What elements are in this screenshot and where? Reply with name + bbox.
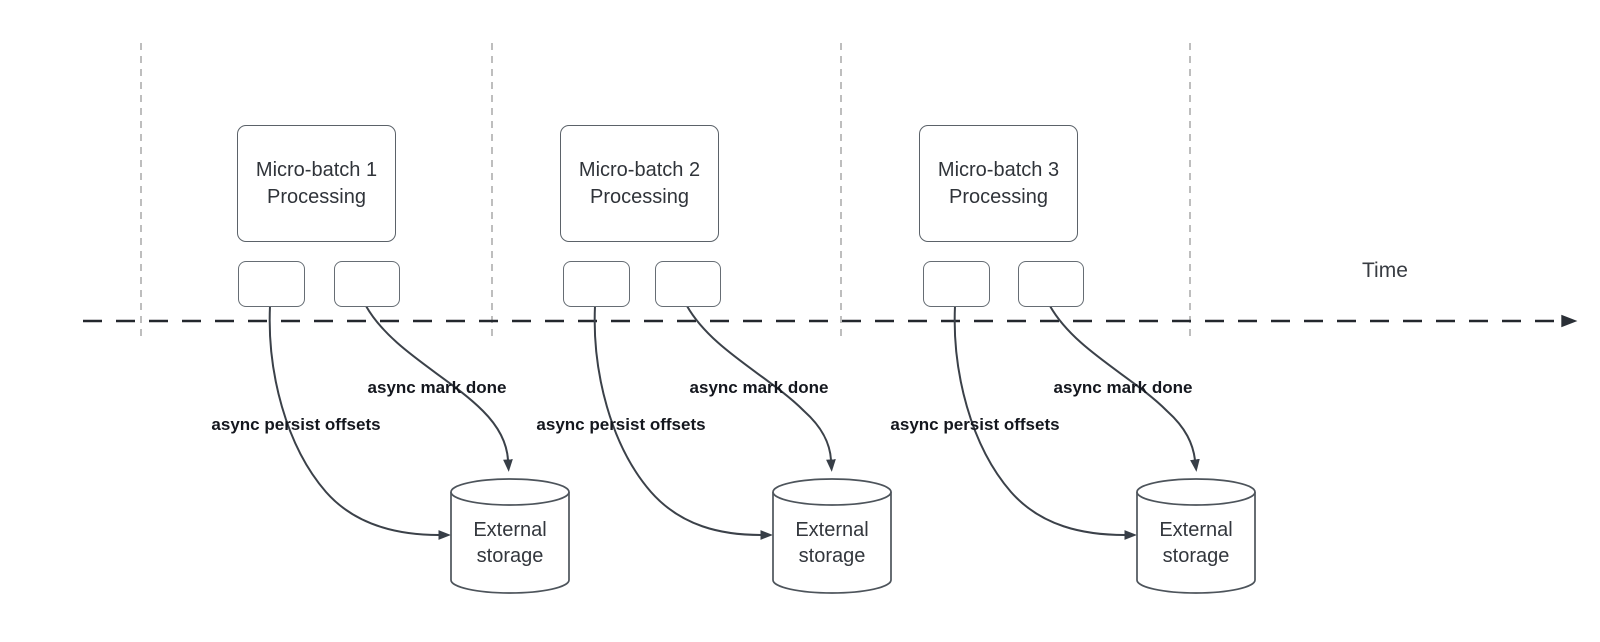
persist-offsets-label-2: async persist offsets: [536, 415, 706, 434]
mark-done-label-2: async mark done: [689, 378, 829, 397]
mark-done-arrow-1: [365, 305, 513, 472]
persist-offsets-arrow-3: [953, 305, 1137, 540]
external-storage-label-2: External storage: [795, 519, 869, 567]
external-storage-label-3: External storage: [1159, 519, 1233, 567]
mark-done-arrow-2: [686, 305, 836, 472]
persist-offsets-node-3: [923, 261, 990, 307]
microbatch-box-3-subtitle: Processing: [949, 185, 1048, 208]
microbatch-box-2-subtitle: Processing: [590, 185, 689, 208]
persist-offsets-arrow-1: [268, 305, 451, 540]
microbatch-box-3-title: Micro-batch 3: [937, 158, 1060, 181]
mark-done-label-3: async mark done: [1053, 378, 1193, 397]
microbatch-box-3: Micro-batch 3 Processing: [919, 125, 1078, 242]
time-axis-label: Time: [1362, 259, 1408, 282]
persist-offsets-arrow-2: [593, 305, 773, 540]
microbatch-box-1-subtitle: Processing: [267, 185, 366, 208]
mark-done-label-1: async mark done: [367, 378, 507, 397]
persist-offsets-label-3: async persist offsets: [890, 415, 1060, 434]
mark-done-node-2: [655, 261, 721, 307]
microbatch-box-2-title: Micro-batch 2: [578, 158, 701, 181]
microbatch-box-1: Micro-batch 1 Processing: [237, 125, 396, 242]
microbatch-box-1-title: Micro-batch 1: [255, 158, 378, 181]
storage-cylinder-1: [450, 478, 570, 594]
mark-done-arrow-3: [1049, 305, 1200, 472]
storage-cylinder-3: [1136, 478, 1256, 594]
persist-offsets-label-1: async persist offsets: [211, 415, 381, 434]
microbatch-box-2: Micro-batch 2 Processing: [560, 125, 719, 242]
mark-done-node-3: [1018, 261, 1084, 307]
storage-cylinder-2: [772, 478, 892, 594]
external-storage-label-1: External storage: [473, 519, 547, 567]
persist-offsets-node-1: [238, 261, 305, 307]
persist-offsets-node-2: [563, 261, 630, 307]
mark-done-node-1: [334, 261, 400, 307]
